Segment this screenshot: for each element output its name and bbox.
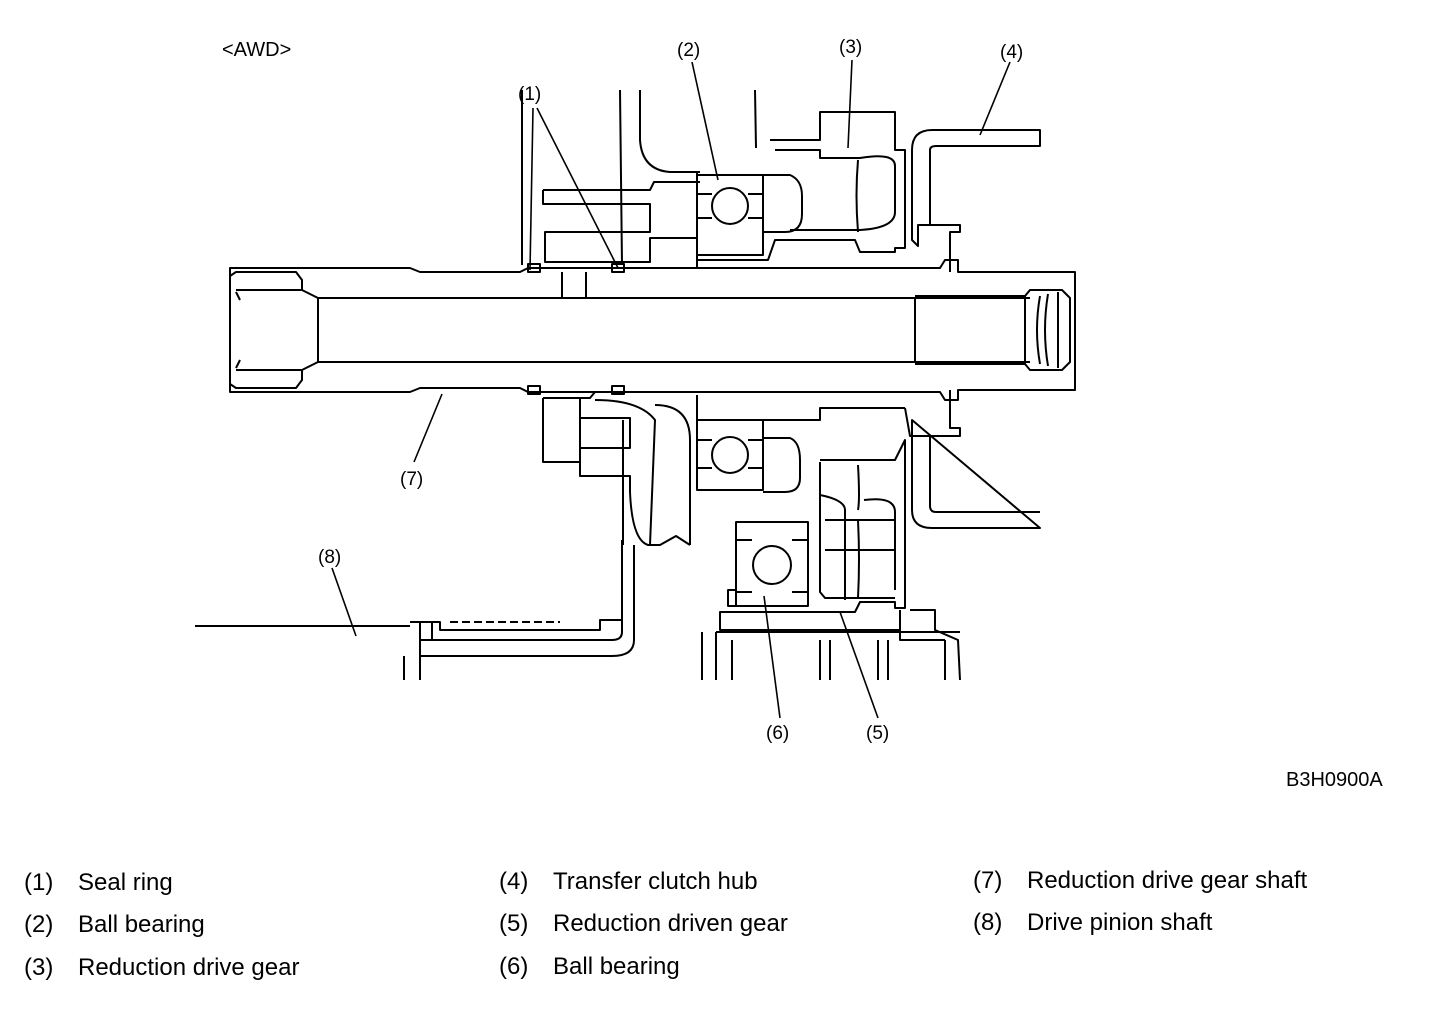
leader-3 bbox=[847, 59, 853, 149]
callout-5: (5) bbox=[866, 723, 889, 744]
reduction-drive-gear bbox=[697, 111, 906, 261]
ball-bearing-upper bbox=[696, 174, 803, 256]
leader-4 bbox=[979, 61, 1011, 136]
lower-case-stubs bbox=[701, 631, 960, 680]
leader-6 bbox=[763, 595, 781, 719]
callout-7: (7) bbox=[400, 469, 423, 490]
leader-7 bbox=[413, 393, 443, 463]
callout-8: (8) bbox=[318, 547, 341, 568]
leader-lines bbox=[331, 59, 1011, 719]
drive-pinion-shaft bbox=[195, 619, 622, 640]
leader-2 bbox=[691, 61, 719, 181]
upper-case bbox=[521, 89, 757, 268]
reduction-driven-gear bbox=[719, 407, 961, 681]
transfer-clutch-hub-lower bbox=[911, 390, 1041, 529]
callout-1: (1) bbox=[518, 84, 541, 105]
legend-text: Transfer clutch hub bbox=[553, 868, 758, 895]
lower-case bbox=[403, 391, 691, 680]
legend-text: Reduction drive gear shaft bbox=[1027, 867, 1308, 894]
leader-1 bbox=[529, 107, 619, 271]
leader-5 bbox=[839, 611, 879, 719]
legend-number: (4) bbox=[499, 868, 529, 895]
seal-ring-grooves bbox=[527, 263, 625, 395]
callout-2: (2) bbox=[677, 40, 700, 61]
variant-label: <AWD> bbox=[222, 39, 291, 61]
cross-section-drawing bbox=[195, 59, 1076, 719]
legend-text: Reduction driven gear bbox=[553, 910, 788, 937]
legend-number: (2) bbox=[24, 911, 54, 938]
legend-number: (5) bbox=[499, 910, 529, 937]
legend-number: (7) bbox=[973, 867, 1003, 894]
legend-text: Reduction drive gear bbox=[78, 954, 300, 981]
legend-number: (8) bbox=[973, 909, 1003, 936]
transfer-clutch-hub-upper bbox=[911, 129, 1041, 272]
figure-code: B3H0900A bbox=[1286, 769, 1383, 791]
legend-number: (3) bbox=[24, 954, 54, 981]
legend-number: (1) bbox=[24, 869, 54, 896]
leader-8 bbox=[331, 567, 357, 637]
legend-text: Seal ring bbox=[78, 869, 173, 896]
ball-bearing-lower bbox=[727, 521, 809, 607]
callout-3: (3) bbox=[839, 37, 862, 58]
callout-4: (4) bbox=[1000, 42, 1023, 63]
oil-hole bbox=[561, 272, 587, 298]
callout-6: (6) bbox=[766, 723, 789, 744]
legend-text: Ball bearing bbox=[553, 953, 680, 980]
ball-bearing-lower-shaft bbox=[696, 395, 905, 493]
legend-number: (6) bbox=[499, 953, 529, 980]
legend-text: Ball bearing bbox=[78, 911, 205, 938]
legend-text: Drive pinion shaft bbox=[1027, 909, 1213, 936]
reduction-drive-gear-shaft bbox=[229, 259, 1076, 401]
